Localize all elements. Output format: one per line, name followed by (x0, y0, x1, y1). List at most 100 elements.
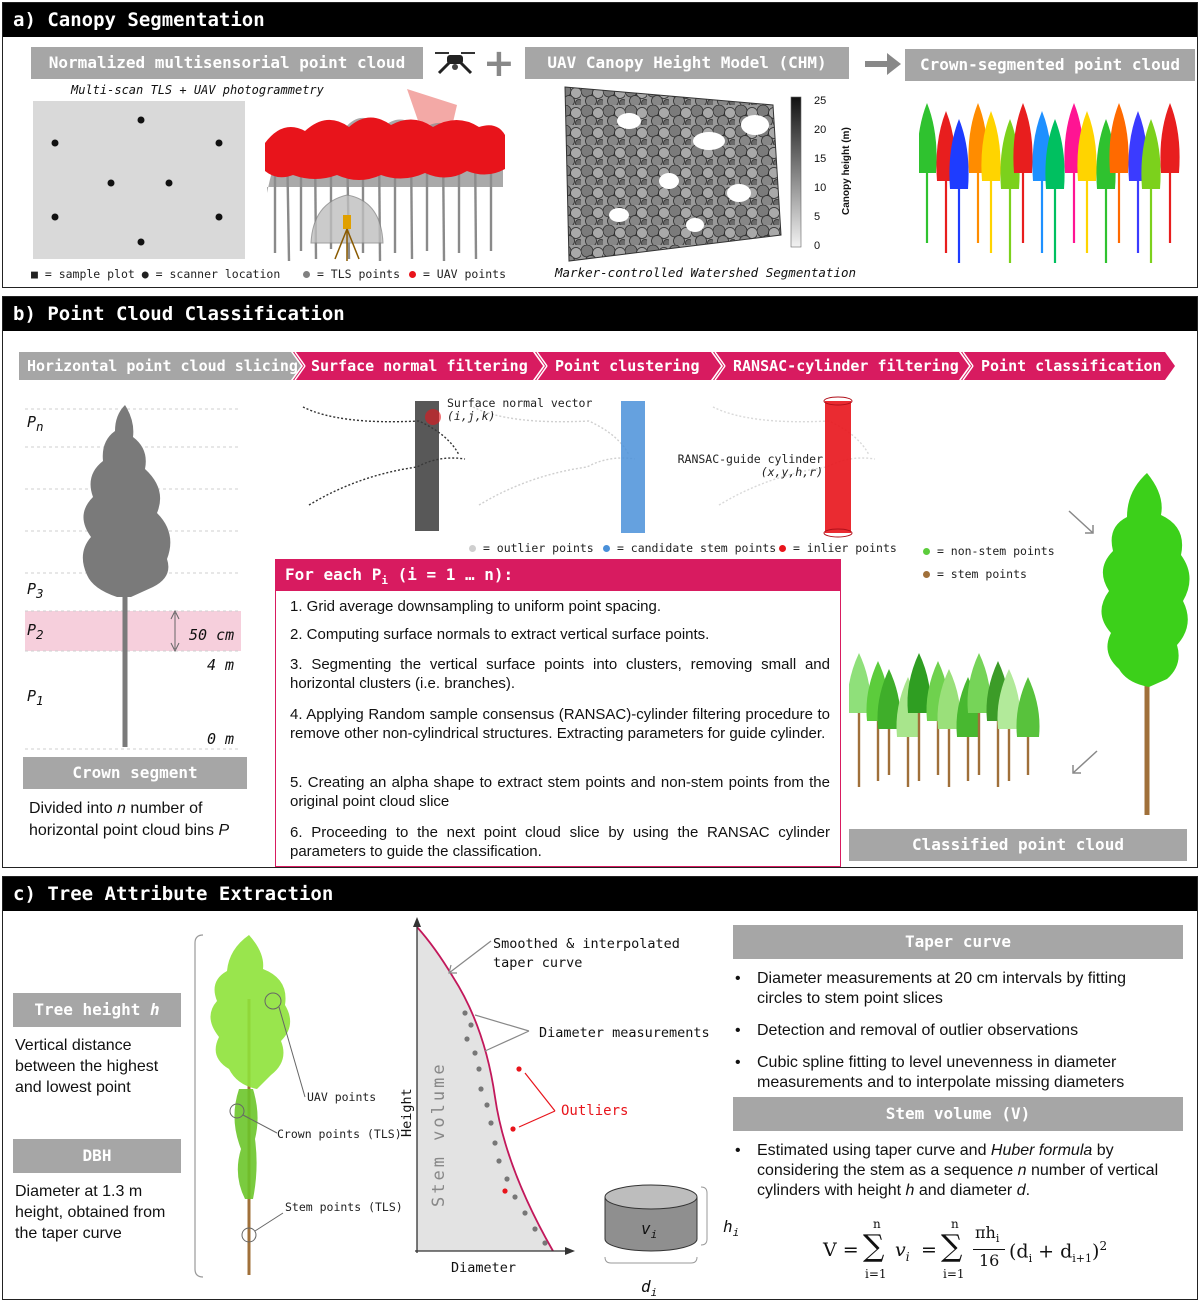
diameter-measurement-point (542, 1240, 547, 1245)
segmented-tree-crown (1160, 103, 1179, 173)
step-point-classification: Point classification (975, 352, 1162, 380)
slice-p3-p: P (27, 580, 36, 598)
candidate-dot-icon (603, 545, 610, 552)
segmented-tree-crown (1013, 103, 1032, 173)
box-dbh: DBH (13, 1139, 181, 1173)
taper-bullet-2: Detection and removal of outlier observa… (733, 1021, 1173, 1041)
panel-b-title: b) Point Cloud Classification (3, 297, 1197, 331)
outlier-dot-icon (469, 545, 476, 552)
surface-normal-label: Surface normal vector (i,j,k) (447, 397, 592, 423)
step-horizontal-slicing: Horizontal point cloud slicing (21, 352, 298, 380)
segmented-tree-crown (981, 111, 1000, 181)
slice-p1-sub: 1 (36, 693, 44, 708)
outlier-pointer (519, 1111, 555, 1127)
surface-normal-vars: (i,j,k) (447, 410, 592, 423)
procedure-step-5: 5. Creating an alpha shape to extract st… (290, 773, 830, 811)
slice-pn-sub: n (36, 419, 44, 434)
outliers-label: Outliers (561, 1103, 628, 1119)
colorbar-tick-15: 15 (814, 153, 826, 165)
box-crown-segmented: Crown-segmented point cloud (905, 49, 1195, 81)
formula-num-sub: i (996, 1232, 1000, 1245)
diameter-measurements-label: Diameter measurements (539, 1025, 710, 1041)
slice-label-p2: P2 (27, 621, 44, 642)
volume-text-1: Estimated using taper curve and (757, 1142, 991, 1159)
legend-uav-label: = UAV points (423, 267, 506, 281)
branch-points (479, 458, 635, 505)
diameter-pointer (475, 1015, 529, 1031)
chm-map-graphic (559, 85, 785, 263)
legend-nonstem: = non-stem points (923, 544, 1055, 558)
height-4m: 4 m (207, 656, 234, 674)
divided-p: P (218, 822, 229, 839)
colorbar-tick-20: 20 (814, 124, 826, 136)
chm-colorbar (787, 93, 815, 251)
formula-sigma2: ∑ (941, 1229, 962, 1264)
legend-nonstem-label: = non-stem points (937, 544, 1055, 558)
process-steps: Horizontal point cloud slicing Surface n… (19, 352, 1175, 380)
step-ransac-filtering: RANSAC-cylinder filtering (727, 352, 959, 380)
box-crown-segment: Crown segment (23, 757, 247, 789)
step-point-clustering: Point clustering (549, 352, 700, 380)
foreach-title: For each P (285, 565, 381, 584)
watershed-caption: Marker-controlled Watershed Segmentation (555, 265, 856, 280)
box-tree-height: Tree height h (13, 993, 181, 1027)
outlier-pointer (525, 1073, 555, 1111)
procedure-step-3: 3. Segmenting the vertical surface point… (290, 655, 830, 693)
uav-points-label: UAV points (307, 1090, 376, 1104)
slice-label-p3: P3 (27, 580, 44, 601)
ransac-guide-label: RANSAC-guide cylinder (x,y,h,r) (675, 453, 823, 479)
formula-fraction-bar (973, 1249, 1005, 1250)
classified-forest-graphic (849, 647, 1049, 807)
legend-tls-points: = TLS points (303, 267, 400, 281)
formula-tail-sub2: i+1 (1072, 1252, 1092, 1265)
height-50cm: 50 cm (189, 626, 234, 644)
formula-den: 16 (979, 1251, 999, 1270)
outlier-point (516, 1066, 521, 1071)
sample-plot-diagram (33, 101, 245, 259)
foreach-rest: (i = 1 … n): (388, 565, 513, 584)
formula-v: v (895, 1239, 906, 1261)
procedure-box: For each Pi (i = 1 … n): 1. Grid average… (275, 559, 841, 867)
legend-inlier-label: = inlier points (793, 541, 897, 555)
outlier-point (510, 1126, 515, 1131)
axis-y-arrowhead (413, 917, 421, 927)
cyl-d-sub: i (651, 1286, 658, 1299)
formula-i1: i=1 (865, 1267, 887, 1281)
volume-text-huber: Huber formula (991, 1142, 1092, 1159)
formula-sigma1: ∑ (863, 1229, 884, 1264)
legend-stem-label: = stem points (937, 567, 1027, 581)
cyl-v-sub: i (651, 1228, 658, 1241)
plus-sign: + (483, 41, 515, 85)
segmented-tree-crown (1141, 119, 1160, 189)
formula-tail-mid: + d (1032, 1240, 1072, 1262)
slice-pn-p: P (27, 413, 36, 431)
smoothed-line-1: Smoothed & interpolated (493, 935, 680, 954)
smoothed-label: Smoothed & interpolated taper curve (493, 935, 680, 973)
legend-outlier: = outlier points (469, 541, 594, 555)
panel-a-title: a) Canopy Segmentation (3, 3, 1197, 37)
divided-n: n (117, 800, 126, 817)
legend-tls-label: = TLS points (317, 267, 400, 281)
diameter-measurement-point (504, 1176, 509, 1181)
box-normalized-point-cloud: Normalized multisensorial point cloud (31, 47, 423, 79)
legend-candidate-label: = candidate stem points (617, 541, 776, 555)
volume-text-d: d (1017, 1182, 1026, 1199)
candidate-stem-slice (621, 401, 645, 533)
inlier-dot-icon (779, 545, 786, 552)
divided-text-2: number of (126, 800, 202, 817)
classified-tree-graphic (1057, 465, 1197, 825)
divided-text-3: horizontal point cloud bins (29, 822, 218, 839)
slice-label-p1: P1 (27, 687, 44, 708)
diameter-measurement-point (512, 1194, 517, 1199)
formula-tail-open: (d (1009, 1240, 1029, 1262)
smoothed-pointer (449, 941, 491, 973)
formula-num-text: πh (975, 1223, 996, 1242)
foreach-sub: i (381, 574, 388, 587)
colorbar-tick-10: 10 (814, 182, 826, 194)
formula-v-sub: i (906, 1250, 910, 1264)
colorbar-tick-0: 0 (814, 240, 820, 252)
formula-num: πhi (975, 1223, 999, 1245)
cylinder-di: di (641, 1277, 657, 1299)
formula-eq: = (921, 1239, 937, 1261)
tree-height-description: Vertical distance between the highest an… (15, 1035, 187, 1098)
